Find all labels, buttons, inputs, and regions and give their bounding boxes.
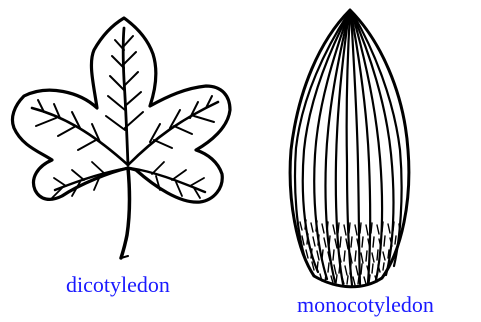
monocot-leaf-icon — [290, 10, 409, 287]
dicotyledon-caption: dicotyledon — [66, 272, 170, 298]
dicot-leaf-icon — [12, 18, 230, 258]
monocotyledon-caption: monocotyledon — [297, 292, 434, 318]
